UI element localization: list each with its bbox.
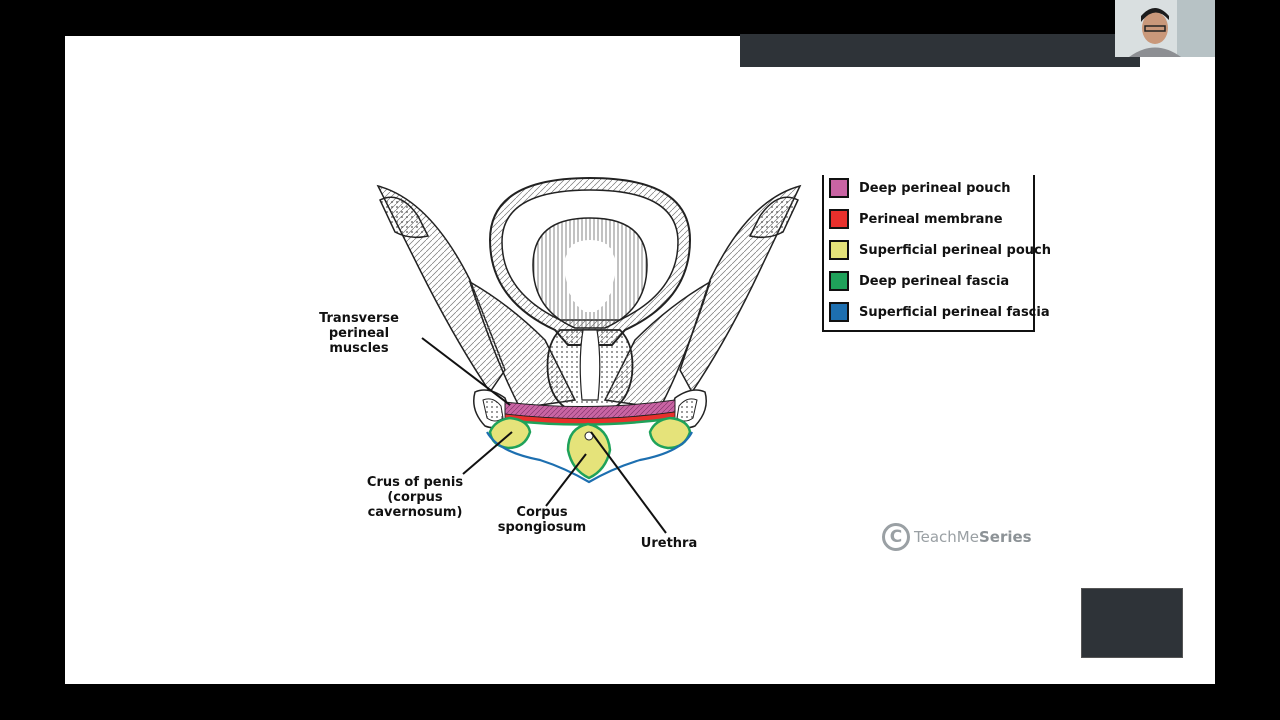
legend-item: Deep perineal fascia (829, 269, 1009, 293)
label-urethra: Urethra (640, 536, 698, 551)
leader-lines (421, 337, 667, 534)
legend-swatch (829, 302, 849, 322)
legend-item: Superficial perineal fascia (829, 300, 1050, 324)
legend-swatch (829, 178, 849, 198)
legend-label: Deep perineal pouch (859, 180, 1011, 196)
top-overlay-bar (740, 34, 1140, 67)
label-transverse-perineal-muscles: Transverse perineal muscles (319, 311, 399, 356)
legend-swatch (829, 271, 849, 291)
logo-text: TeachMeSeries (914, 528, 1032, 546)
bladder (488, 176, 692, 346)
label-crus-of-penis: Crus of penis (corpus cavernosum) (366, 475, 464, 520)
prostate (546, 329, 634, 413)
legend: Deep perineal pouch Perineal membrane Su… (822, 175, 1051, 332)
legend-label: Perineal membrane (859, 211, 1003, 227)
legend-swatch (829, 209, 849, 229)
copyright-icon: C (882, 523, 910, 551)
webcam-thumbnail[interactable] (1115, 0, 1215, 57)
legend-item: Superficial perineal pouch (829, 238, 1051, 262)
legend-label: Superficial perineal fascia (859, 304, 1050, 320)
legend-swatch (829, 240, 849, 260)
legend-item: Perineal membrane (829, 207, 1003, 231)
legend-label: Deep perineal fascia (859, 273, 1010, 289)
teachme-logo: C TeachMeSeries (882, 523, 1032, 551)
perineal-membrane-layer (504, 399, 676, 426)
bottom-overlay-box (1081, 588, 1183, 658)
presenter-image (1115, 0, 1215, 57)
legend-label: Superficial perineal pouch (859, 242, 1051, 258)
superficial-pouch-bodies (488, 416, 692, 480)
label-corpus-spongiosum: Corpus spongiosum (497, 505, 587, 535)
superficial-fascia-outline (486, 431, 693, 484)
legend-item: Deep perineal pouch (829, 176, 1011, 200)
